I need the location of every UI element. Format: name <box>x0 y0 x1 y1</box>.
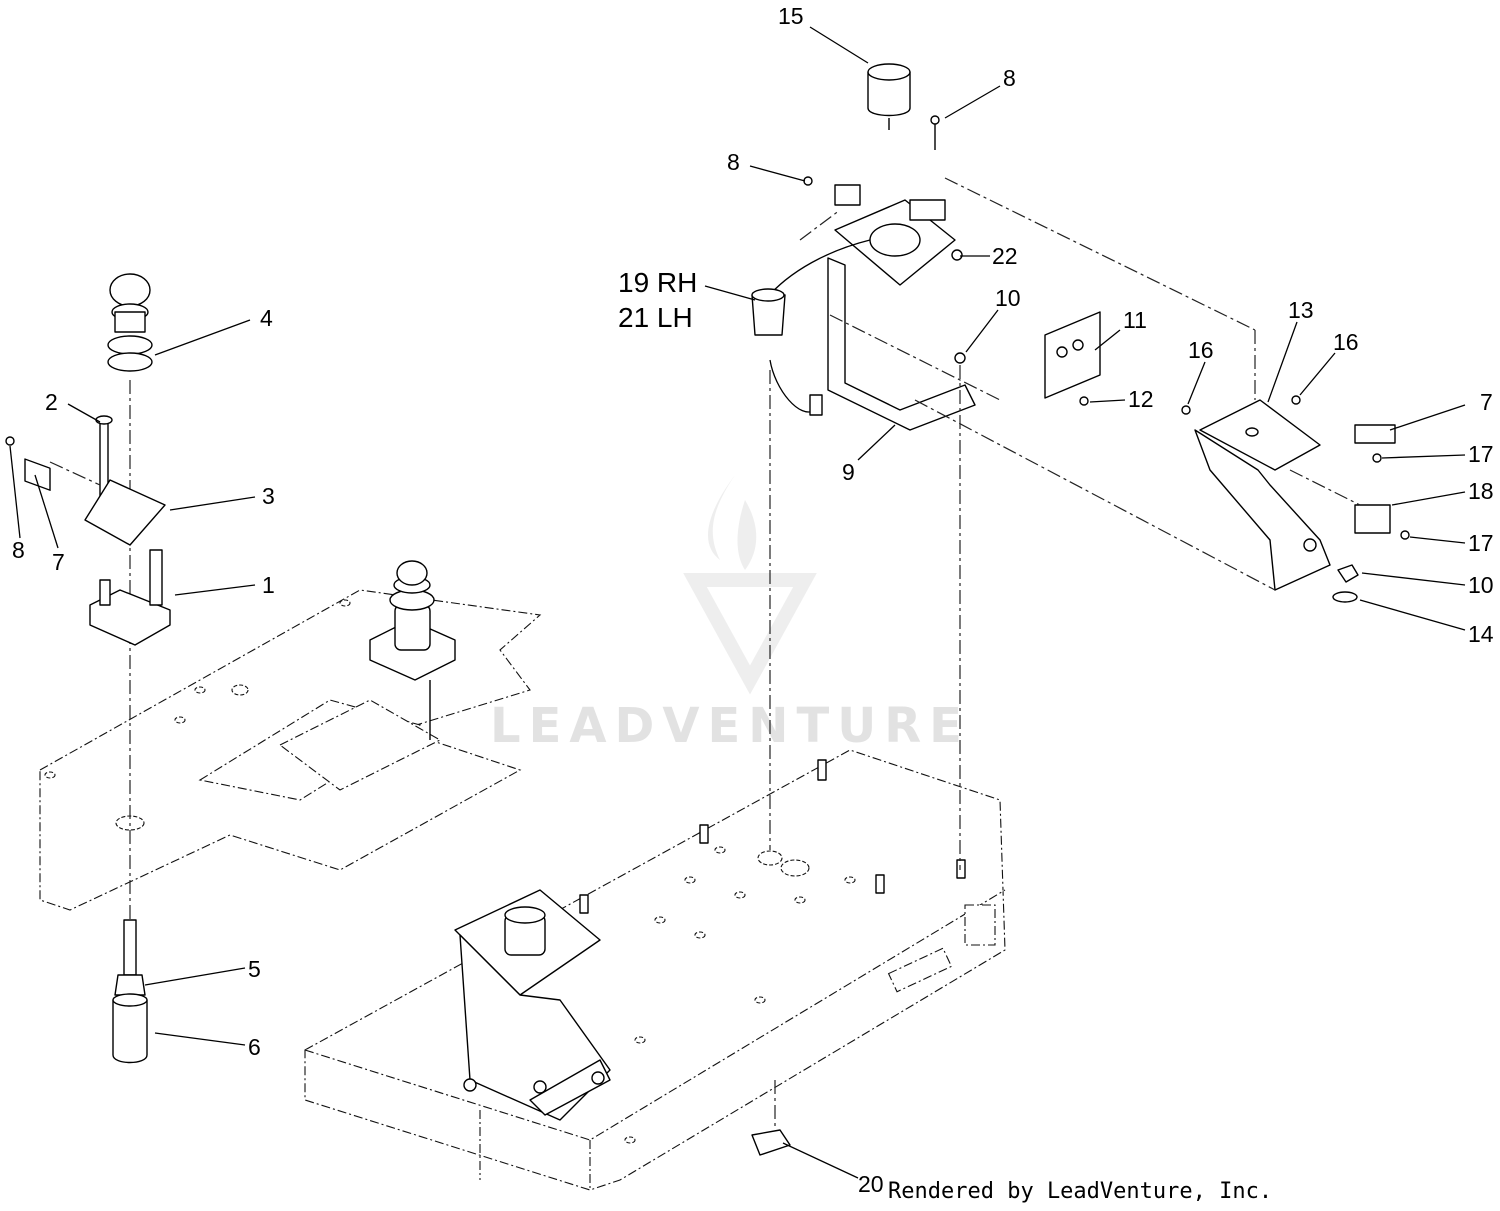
cap-15 <box>867 71 911 117</box>
watermark-text: LEADVENTURE <box>490 698 970 754</box>
callout-12: 12 <box>1128 386 1154 412</box>
callout-14: 14 <box>1468 621 1494 647</box>
callout-8-mid: 8 <box>727 149 740 175</box>
assembly-lines <box>49 177 1361 1130</box>
installed-bracket-assembly <box>454 889 611 1121</box>
callout-19-rh: 19 RH <box>618 267 697 298</box>
leader-lines <box>9 26 1466 1179</box>
caster-assembly-rear <box>369 560 456 740</box>
callout-13: 13 <box>1288 297 1314 323</box>
callout-10-mid: 10 <box>995 285 1021 311</box>
callout-4: 4 <box>260 305 273 331</box>
callout-11: 11 <box>1123 307 1147 333</box>
callout-1: 1 <box>262 572 275 598</box>
pedal-bracket-assembly <box>751 63 1410 1156</box>
callout-8-top: 8 <box>1003 65 1016 91</box>
callout-7-left: 7 <box>52 549 65 575</box>
callout-20: 20 <box>858 1171 884 1197</box>
watermark-logo <box>683 475 817 695</box>
render-credit: Rendered by LeadVenture, Inc. <box>888 1179 1272 1204</box>
callout-16-left: 16 <box>1188 337 1214 363</box>
callout-5: 5 <box>248 956 261 982</box>
callout-2: 2 <box>45 389 58 415</box>
callout-17-bottom: 17 <box>1468 530 1494 556</box>
callout-17-top: 17 <box>1468 441 1494 467</box>
callout-9: 9 <box>842 459 855 485</box>
callout-6: 6 <box>248 1034 261 1060</box>
callout-18: 18 <box>1468 478 1494 504</box>
callout-22: 22 <box>992 243 1018 269</box>
callout-16-right: 16 <box>1333 329 1359 355</box>
callout-21-lh: 21 LH <box>618 302 693 333</box>
caster-stack-left <box>5 273 171 1064</box>
lower-left-frame-plate <box>39 589 542 911</box>
callout-3: 3 <box>262 483 275 509</box>
callout-7-right: 7 <box>1480 389 1493 415</box>
callout-labels: 15 8 8 22 19 RH 21 LH 10 11 12 13 16 16 … <box>12 3 1494 1197</box>
knob-4 <box>109 273 151 307</box>
callout-8-left: 8 <box>12 537 25 563</box>
callout-10-right: 10 <box>1468 572 1494 598</box>
callout-15: 15 <box>778 3 804 29</box>
